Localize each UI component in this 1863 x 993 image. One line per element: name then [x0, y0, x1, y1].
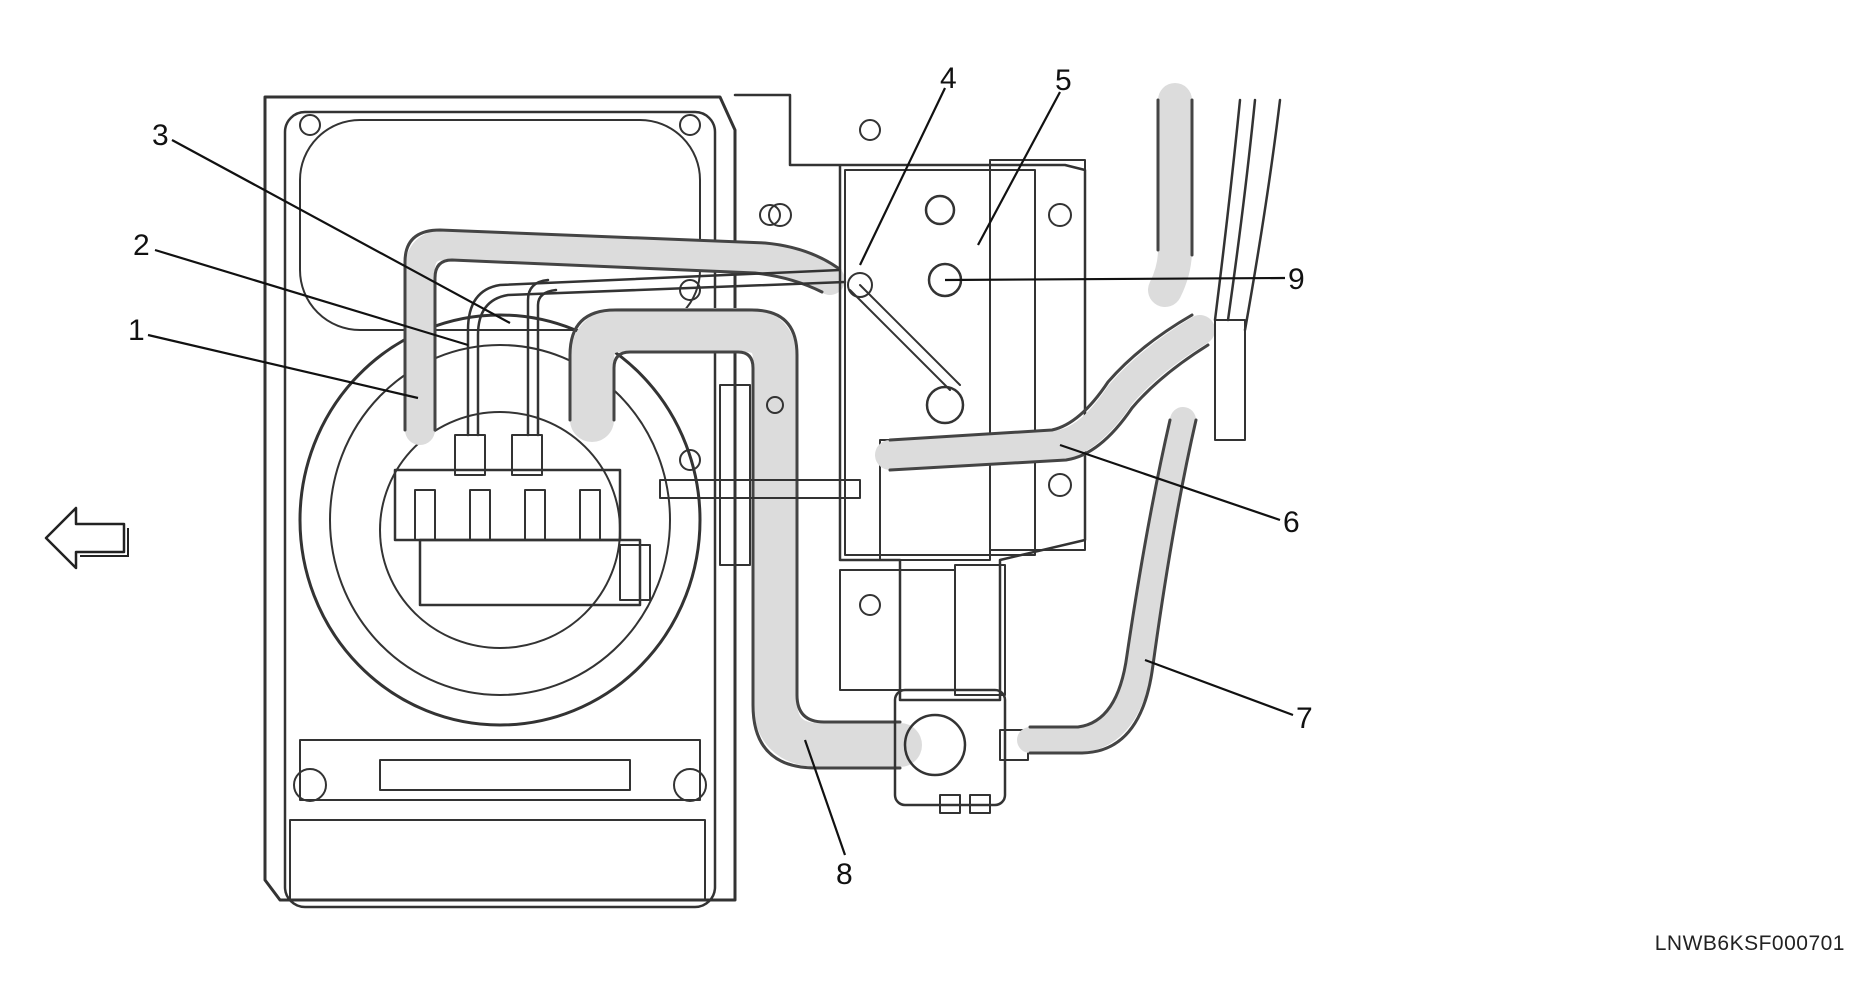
- callout-5: 5: [1055, 64, 1072, 97]
- main-pipe: [568, 308, 922, 770]
- leader-4: [859, 87, 946, 266]
- leader-lines: [147, 87, 1294, 856]
- engine-block: [659, 93, 1087, 702]
- callout-1: 1: [128, 314, 145, 347]
- leader-2: [154, 248, 469, 347]
- figure-id: LNWB6KSF000701: [1655, 932, 1845, 955]
- callout-9: 9: [1288, 263, 1305, 296]
- leader-8: [803, 739, 847, 856]
- right-hose: [875, 83, 1282, 755]
- callout-6: 6: [1283, 506, 1300, 539]
- callout-7: 7: [1296, 702, 1313, 735]
- callout-2: 2: [133, 229, 150, 262]
- callout-8: 8: [836, 858, 853, 891]
- leader-3: [171, 139, 511, 324]
- callout-3: 3: [152, 119, 169, 152]
- tank-housing: [263, 95, 737, 909]
- leader-1: [147, 333, 419, 400]
- callout-4: 4: [940, 62, 957, 95]
- callout-labels: 1 2 3 4 5 6 7 8 9: [128, 62, 1313, 891]
- leader-6: [1059, 443, 1281, 522]
- leader-7: [1144, 658, 1294, 717]
- injector-block: [393, 434, 651, 607]
- leader-5: [977, 91, 1061, 246]
- leader-9: [944, 276, 1286, 282]
- thin-hoses: [466, 268, 961, 437]
- left-arrow-icon: [44, 506, 129, 570]
